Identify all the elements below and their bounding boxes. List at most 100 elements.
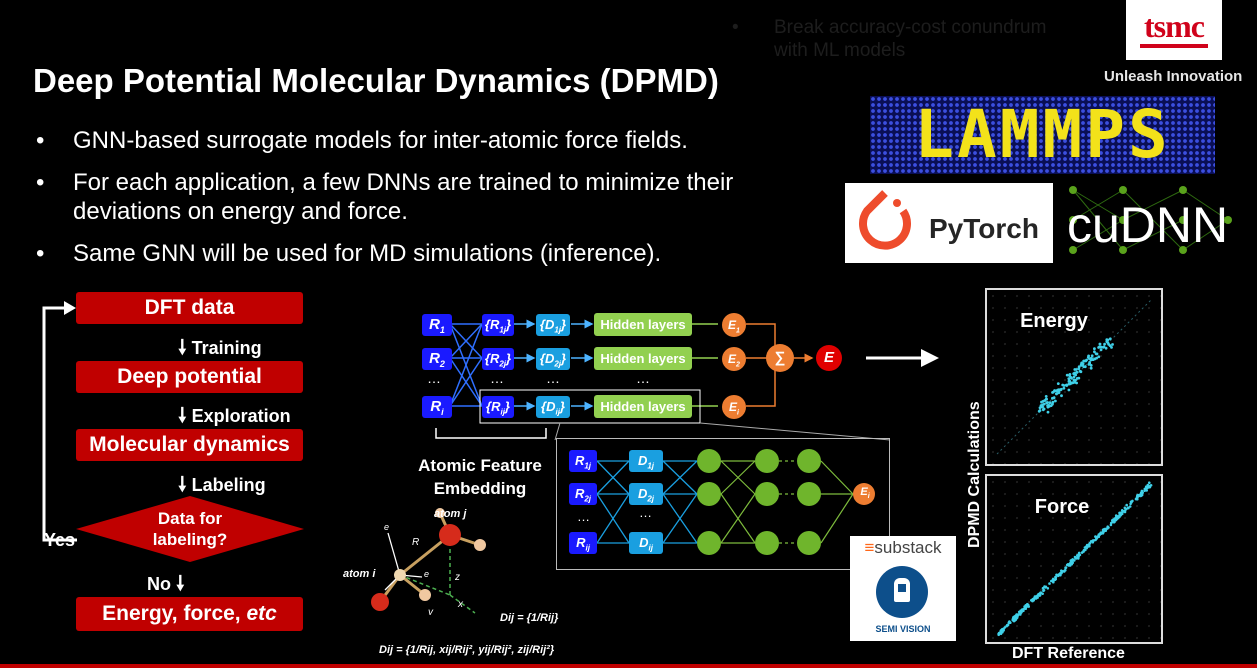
force-point: [1099, 532, 1103, 535]
energy-point: [1057, 391, 1061, 394]
force-plot-points: [997, 481, 1153, 637]
energy-point: [1075, 370, 1079, 374]
force-point: [1092, 539, 1096, 542]
energy-point: [1095, 356, 1098, 360]
plot-x-axis-label: DFT Reference: [1012, 645, 1125, 662]
force-point: [1109, 521, 1113, 525]
tsmc-logo: tsmc: [1126, 0, 1222, 60]
energy-point: [1040, 405, 1043, 409]
node-rij: {Rij}: [482, 396, 514, 418]
energy-point: [1061, 383, 1065, 387]
energy-point: [1042, 402, 1046, 406]
energy-point: [1054, 399, 1057, 403]
force-point: [1074, 556, 1078, 560]
semivision-icon: [876, 566, 928, 618]
energy-point: [1085, 358, 1088, 362]
exploration-step: 🠗 Exploration: [178, 401, 291, 435]
energy-point: [1083, 365, 1087, 369]
energy-point: [1057, 388, 1061, 392]
bullet-marker: •: [36, 127, 45, 154]
node-ri: Ri: [422, 396, 452, 418]
svg-text:e: e: [424, 569, 429, 579]
force-point: [1119, 511, 1123, 515]
energy-point: [1102, 345, 1106, 349]
force-point: [1071, 561, 1074, 565]
bullet-text: For each application, a few DNNs are tra…: [73, 169, 734, 225]
energy-point: [1078, 369, 1082, 373]
deep-potential-box: Deep potential: [76, 361, 303, 393]
ellipsis: …: [546, 370, 560, 386]
atom-i-label: atom i: [343, 568, 376, 580]
atom-j-label: atom j: [434, 508, 467, 520]
energy-point: [1098, 342, 1102, 346]
substack-text: substack: [874, 538, 942, 557]
force-point: [1148, 481, 1151, 485]
embedding-line-1: Atomic Feature: [418, 456, 542, 475]
energy-point: [1087, 354, 1090, 358]
output-box: Energy, force, etc: [76, 597, 303, 631]
embedding-net-links: [596, 449, 875, 555]
hidden-layers-2: Hidden layers: [594, 347, 692, 370]
force-point: [1131, 499, 1134, 503]
lammps-logo: LAMMPS: [870, 96, 1215, 174]
d-full-formula: Dij = {1/Rij, xij/Rij², yij/Rij², zij/Ri…: [379, 644, 555, 656]
node-d1j: {D1j}: [536, 314, 570, 336]
node-r2: R2: [422, 348, 452, 370]
cudnn-logo: cuDNN: [1063, 180, 1237, 269]
energy-point: [1097, 355, 1101, 359]
force-point: [1085, 544, 1088, 548]
decision-line-1: Data for: [157, 509, 223, 528]
training-label: Training: [191, 338, 262, 358]
bullet-text: Same GNN will be used for MD simulations…: [73, 240, 662, 267]
energy-point: [1068, 380, 1072, 383]
total-energy-node: E: [816, 345, 842, 371]
bullet-marker: •: [36, 240, 45, 267]
energy-node-i: Ei: [722, 395, 746, 419]
yes-label: Yes: [44, 530, 76, 550]
force-point: [1062, 570, 1066, 573]
force-point: [1064, 566, 1068, 569]
energy-point: [1059, 387, 1063, 391]
force-point: [1057, 573, 1061, 576]
bottom-accent-bar: [0, 664, 1257, 668]
energy-node-1: E1: [722, 313, 746, 337]
substack-badge: ≡substack SEMI VISION: [850, 536, 956, 641]
force-point: [1123, 510, 1127, 514]
energy-point: [1075, 377, 1079, 380]
force-point: [1042, 589, 1045, 592]
energy-point: [1104, 346, 1108, 350]
force-point: [1094, 535, 1097, 538]
ellipsis: …: [577, 509, 590, 524]
energy-point: [1055, 392, 1058, 395]
force-point: [1039, 591, 1042, 594]
node-r1: R1: [422, 314, 452, 336]
node-d2j: {D2j}: [536, 348, 570, 370]
force-point: [1048, 582, 1051, 585]
semivision-text: SEMI VISION: [875, 624, 931, 634]
hidden-layers-1: Hidden layers: [594, 313, 692, 336]
force-point: [1077, 551, 1081, 555]
force-plot: Force: [985, 474, 1163, 644]
energy-point: [1077, 365, 1081, 369]
energy-point: [1090, 354, 1094, 358]
no-label: No: [147, 574, 171, 594]
down-arrow-icon: 🠗: [176, 573, 185, 595]
energy-point: [1093, 347, 1096, 351]
force-point: [1077, 555, 1080, 558]
force-point: [1055, 573, 1058, 577]
force-point: [1116, 516, 1120, 519]
sum-node: ∑: [766, 344, 794, 372]
energy-point: [1103, 342, 1106, 346]
faded-bullet-text: Break accuracy-cost conundrum with ML mo…: [774, 17, 1047, 61]
down-arrow-icon: 🠗: [178, 405, 187, 427]
energy-point: [1094, 352, 1098, 356]
force-point: [1123, 506, 1127, 510]
network-diagram: [435, 319, 939, 441]
force-point: [999, 630, 1002, 634]
exploration-label: Exploration: [191, 406, 291, 426]
force-plot-label: Force: [1034, 496, 1090, 518]
slide-title: Deep Potential Molecular Dynamics (DPMD): [33, 62, 719, 99]
tsmc-tagline: Unleash Innovation: [1104, 68, 1243, 85]
energy-point: [1089, 356, 1093, 360]
energy-point: [1056, 382, 1060, 385]
